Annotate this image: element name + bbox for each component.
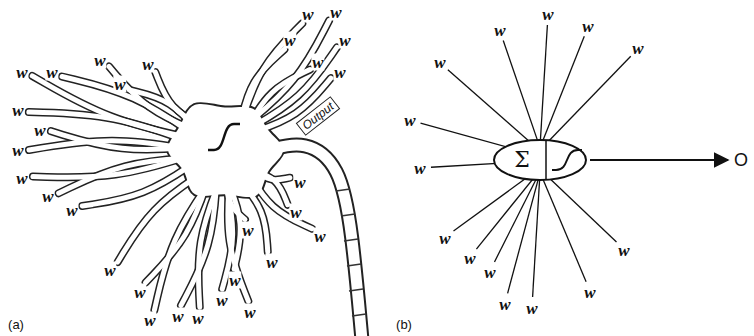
weight-label: w <box>228 272 241 289</box>
sigmoid-symbol <box>208 124 240 150</box>
ellipse-outline <box>492 138 588 182</box>
soma <box>168 104 283 197</box>
axon-outline <box>270 145 362 336</box>
weight-label: w <box>493 22 506 39</box>
weight-label: w <box>15 64 28 81</box>
weight-label: w <box>525 300 538 317</box>
weight-label: w <box>11 102 24 119</box>
weight-label: w <box>403 112 416 129</box>
weight-label: w <box>243 304 256 321</box>
weight-label: w <box>241 222 254 239</box>
weight-label: w <box>413 160 426 177</box>
weight-label: w <box>338 32 351 49</box>
weight-label: w <box>541 6 554 23</box>
axon <box>270 145 362 336</box>
weight-label: w <box>631 40 644 57</box>
weight-label: w <box>33 122 46 139</box>
weight-label: w <box>433 54 446 71</box>
myelin-segment <box>352 314 366 316</box>
weight-label: w <box>41 188 54 205</box>
weight-label: w <box>438 230 451 247</box>
sum-symbol: Σ <box>514 149 530 171</box>
weight-label: w <box>289 204 302 221</box>
myelin-segment <box>336 189 350 191</box>
output-label: Output <box>296 96 341 136</box>
weight-label: w <box>283 32 296 49</box>
myelin-segment <box>341 214 355 216</box>
weight-label: w <box>483 264 496 281</box>
weight-label: w <box>329 4 342 21</box>
weight-label: w <box>45 64 58 81</box>
weight-label: w <box>65 202 78 219</box>
weight-label: w <box>191 310 204 327</box>
myelin-segment <box>349 289 363 291</box>
weight-label: w <box>293 174 306 191</box>
weight-label: w <box>113 76 126 93</box>
panel-label: (a) <box>7 318 25 331</box>
weight-label: w <box>171 308 184 325</box>
output-arrow <box>590 159 728 161</box>
divider <box>545 141 547 179</box>
weight-label: w <box>93 52 106 69</box>
weight-label: w <box>215 292 228 309</box>
panel-label: (b) <box>395 318 413 331</box>
weight-label: w <box>463 250 476 267</box>
sigmoid-symbol <box>552 150 582 170</box>
neuron-drawing <box>29 21 366 336</box>
weight-label: w <box>313 228 326 245</box>
weight-label: w <box>333 64 346 81</box>
weight-label: w <box>11 142 24 159</box>
dendrite <box>198 180 220 308</box>
weight-label: w <box>15 170 28 187</box>
weight-label: w <box>498 296 511 313</box>
output-symbol: O <box>733 151 749 169</box>
summation-unit: Σ <box>492 138 588 182</box>
ellipse <box>494 140 586 180</box>
myelin-segment <box>347 264 361 266</box>
weight-label: w <box>301 6 314 23</box>
weight-label: w <box>581 18 594 35</box>
myelin-segment <box>344 239 358 241</box>
weight-label: w <box>265 254 278 271</box>
dendrite <box>82 161 197 206</box>
weight-label: w <box>141 56 154 73</box>
weight-label: w <box>133 284 146 301</box>
weight-label: w <box>311 54 324 71</box>
weight-label: w <box>143 312 156 329</box>
weight-label: w <box>583 284 596 301</box>
dendrite <box>228 180 249 301</box>
weight-label: w <box>617 242 630 259</box>
dendrite <box>154 177 212 309</box>
weight-label: w <box>103 262 116 279</box>
